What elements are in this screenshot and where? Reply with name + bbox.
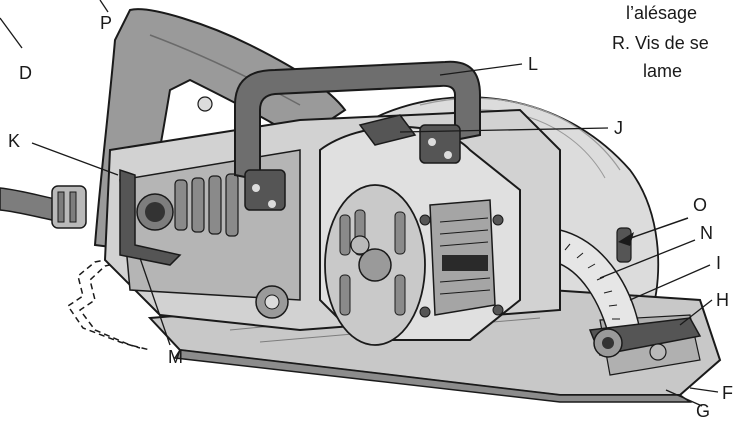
power-cord — [0, 185, 87, 229]
callout-i: I — [716, 253, 722, 273]
callout-n: N — [700, 223, 713, 243]
leader-lines — [0, 0, 719, 407]
dashed-cord-outline — [78, 257, 151, 351]
legend-line-2: R. Vis de se — [612, 33, 709, 53]
callout-f: F — [722, 383, 733, 403]
arrow-o — [618, 217, 689, 246]
blade-bolt — [588, 317, 702, 361]
callout-l: L — [528, 54, 539, 74]
callout-k: K — [8, 131, 21, 151]
callout-d: D — [19, 63, 32, 83]
callout-j: J — [614, 118, 623, 138]
callout-o: O — [693, 195, 708, 215]
cord-clip — [119, 168, 182, 266]
callout-g: G — [696, 401, 711, 421]
legend-line-1: l’alésage — [626, 3, 698, 23]
depth-knob — [255, 285, 289, 319]
callout-p: P — [100, 13, 113, 33]
spindle-lock — [358, 114, 417, 146]
motor-end-cap — [319, 125, 521, 346]
legend-line-3: lame — [643, 61, 683, 81]
callout-h: H — [716, 290, 729, 310]
callout-m: M — [168, 347, 183, 367]
front-handle — [234, 60, 481, 211]
